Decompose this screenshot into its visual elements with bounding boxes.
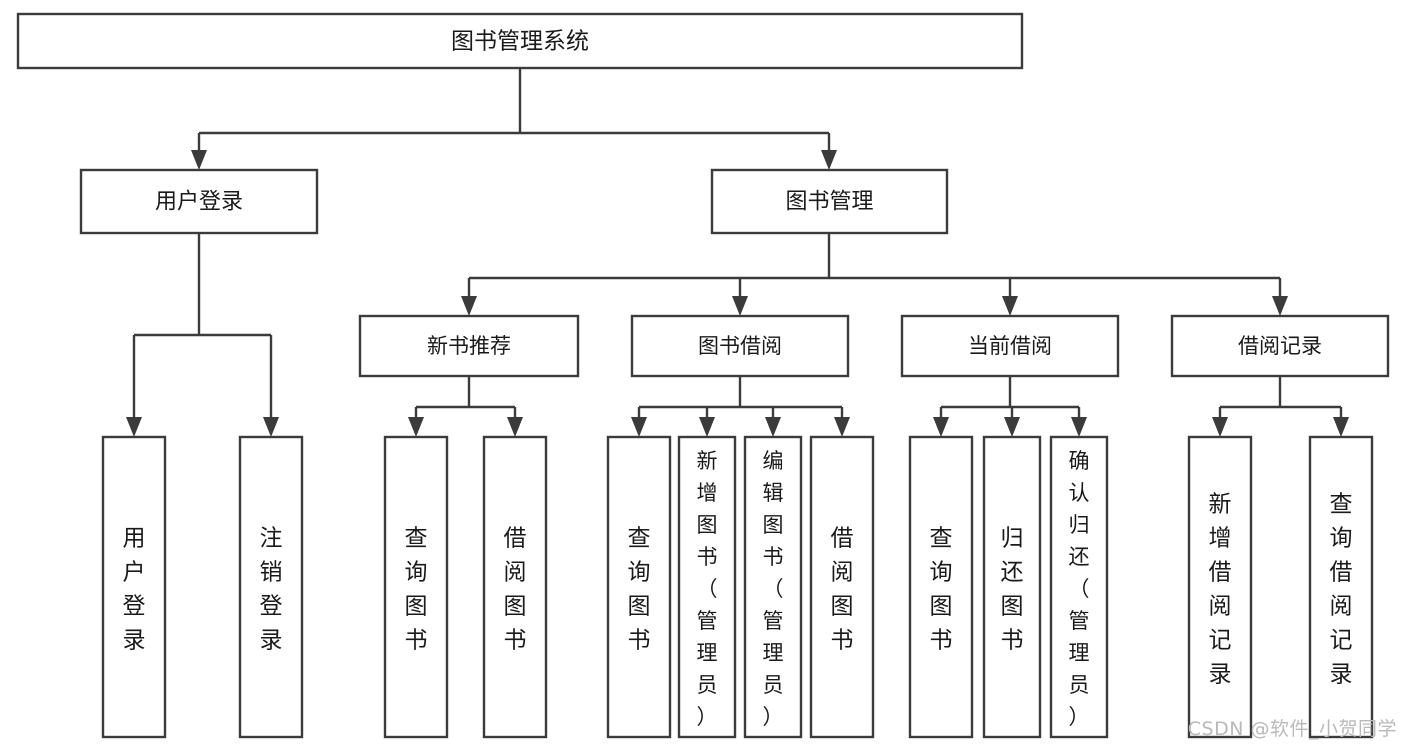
node-leaf-query-book-3-box[interactable] (908, 435, 974, 739)
arrow-to-leaf-edit-book (765, 417, 781, 437)
arrow-to-leaf-borrow-book-2 (834, 417, 850, 437)
csdn-watermark: CSDN @软件_小贺同学 (1187, 718, 1397, 740)
node-leaf-confirm-return-label: 确认归还（管理员） (1069, 449, 1090, 729)
arrow-to-leaf-query-book-1 (408, 417, 424, 437)
node-layer: 图书管理系统用户登录图书管理新书推荐图书借阅当前借阅借阅记录用户登录注销登录查询… (16, 12, 1390, 739)
arrow-to-leaf-user-login (126, 417, 142, 437)
node-leaf-return-book-label: 归还图书 (1001, 526, 1024, 654)
arrow-to-level1-1 (821, 150, 837, 170)
node-root-label: 图书管理系统 (451, 29, 589, 55)
node-leaf-return-book-box[interactable] (982, 435, 1042, 739)
node-user-login-label: 用户登录 (155, 190, 243, 215)
node-leaf-user-login-label: 用户登录 (123, 526, 146, 654)
node-root-box[interactable] (16, 12, 1024, 70)
node-leaf-query-book-1-label: 查询图书 (405, 526, 428, 654)
node-book-borrow-box[interactable] (630, 314, 850, 378)
arrow-to-leaf-query-book-3 (933, 417, 949, 437)
node-current-borrow-label: 当前借阅 (968, 334, 1052, 358)
arrow-to-level2-2 (1002, 296, 1018, 316)
arrow-to-leaf-borrow-book-1 (507, 417, 523, 437)
node-leaf-query-book-2-box[interactable] (606, 435, 672, 739)
node-leaf-query-book-2-label: 查询图书 (628, 526, 651, 654)
node-leaf-logout-label: 注销登录 (260, 526, 283, 654)
node-leaf-logout-box[interactable] (238, 435, 304, 739)
node-leaf-borrow-book-1-label: 借阅图书 (504, 526, 527, 654)
arrow-to-leaf-return-book (1004, 417, 1020, 437)
node-new-book-rec-label: 新书推荐 (427, 334, 511, 358)
node-leaf-query-record-label: 查询借阅记录 (1330, 492, 1353, 688)
node-borrow-record-label: 借阅记录 (1238, 334, 1322, 358)
node-current-borrow-box[interactable] (900, 314, 1120, 378)
node-borrow-record-box[interactable] (1170, 314, 1390, 378)
arrow-to-leaf-add-record (1212, 417, 1228, 437)
arrow-to-level1-0 (191, 150, 207, 170)
node-new-book-rec-box[interactable] (358, 314, 580, 378)
node-leaf-add-record-label: 新增借阅记录 (1209, 492, 1232, 688)
arrow-to-leaf-add-book (699, 417, 715, 437)
node-book-borrow-label: 图书借阅 (698, 334, 782, 358)
node-book-manage-label: 图书管理 (785, 190, 873, 215)
connector-layer (126, 68, 1349, 437)
node-leaf-borrow-book-1-box[interactable] (482, 435, 548, 739)
arrow-to-leaf-query-record (1333, 417, 1349, 437)
node-leaf-query-book-1-box[interactable] (383, 435, 449, 739)
node-leaf-add-book-box[interactable] (677, 435, 737, 739)
node-leaf-edit-book-label: 编辑图书（管理员） (763, 449, 784, 729)
arrow-to-level2-1 (732, 296, 748, 316)
arrow-to-level2-0 (461, 296, 477, 316)
node-leaf-borrow-book-2-label: 借阅图书 (831, 526, 854, 654)
arrow-to-leaf-confirm-return (1071, 417, 1087, 437)
node-leaf-query-book-3-label: 查询图书 (930, 526, 953, 654)
arrow-to-level2-3 (1272, 296, 1288, 316)
node-leaf-query-record-box[interactable] (1308, 435, 1374, 739)
arrow-to-leaf-logout (263, 417, 279, 437)
arrow-to-leaf-query-book-2 (631, 417, 647, 437)
node-leaf-add-record-box[interactable] (1187, 435, 1253, 739)
node-book-manage-box[interactable] (710, 168, 949, 235)
node-leaf-add-book-label: 新增图书（管理员） (697, 449, 718, 729)
node-user-login-box[interactable] (79, 168, 319, 235)
node-leaf-edit-book-box[interactable] (743, 435, 803, 739)
node-leaf-user-login-box[interactable] (101, 435, 167, 739)
node-leaf-borrow-book-2-box[interactable] (809, 435, 875, 739)
node-leaf-confirm-return-box[interactable] (1049, 435, 1109, 739)
